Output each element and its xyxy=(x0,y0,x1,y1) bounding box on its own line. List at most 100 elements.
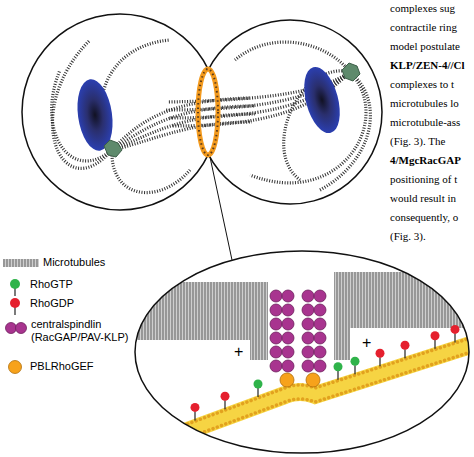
article-text-line: positioning of t xyxy=(390,173,457,186)
centralspindlin xyxy=(282,304,294,316)
centralspindlin xyxy=(302,290,314,302)
rho-gtp xyxy=(334,362,343,371)
article-text-line: consequently, o xyxy=(390,211,458,224)
membrane xyxy=(120,335,474,457)
rho-gtp xyxy=(337,371,338,380)
rho-gtp xyxy=(254,357,360,397)
rho-gdp xyxy=(434,340,435,349)
plus-end-sign: + xyxy=(234,343,243,361)
legend-swatch xyxy=(6,323,17,334)
rho-gdp xyxy=(194,411,195,420)
rho-gdp xyxy=(164,423,165,432)
centralspindlin xyxy=(282,290,294,302)
rho-gdp xyxy=(451,325,460,334)
legend-text: centralspindlin (RacGAP/PAV-KLP) xyxy=(31,318,135,343)
centralspindlin xyxy=(314,332,326,344)
centrosome xyxy=(342,63,360,81)
centralspindlin xyxy=(282,318,294,330)
pbl-rhogef xyxy=(306,373,320,387)
rho-gdp xyxy=(379,357,380,366)
microtubule-bundle xyxy=(120,272,474,360)
centralspindlin xyxy=(270,346,282,358)
legend-text: RhoGTP xyxy=(30,278,73,291)
legend-text: RhoGDP xyxy=(30,297,74,310)
centralspindlin xyxy=(302,332,314,344)
legend-text: PBLRhoGEF xyxy=(30,360,94,373)
article-text-line: microtubule-ass xyxy=(390,116,460,129)
legend-lollipop xyxy=(10,279,20,315)
centralspindlin xyxy=(282,346,294,358)
legend-swatch xyxy=(9,361,22,374)
microtubule xyxy=(112,98,250,150)
microtubule-bundle xyxy=(334,272,350,360)
centralspindlin xyxy=(282,360,294,372)
membrane xyxy=(120,335,474,449)
legend-text: Microtubules xyxy=(43,256,105,269)
legend-swatch xyxy=(10,298,20,308)
centralspindlin xyxy=(270,290,282,302)
rho-gtp xyxy=(354,365,355,374)
centralspindlin xyxy=(314,290,326,302)
microtubule-bundle xyxy=(120,282,268,340)
rho-gdp xyxy=(161,414,170,423)
rho-gtp xyxy=(257,388,258,397)
centralspindlin xyxy=(270,360,282,372)
rho-gdp xyxy=(454,333,455,342)
article-text-line: would result in xyxy=(390,192,456,205)
rho-gtp xyxy=(351,357,360,366)
rho-gtp xyxy=(254,380,263,389)
zoom-content xyxy=(120,272,474,457)
centralspindlin xyxy=(314,304,326,316)
article-text-line: KLP/ZEN-4//Cl xyxy=(390,59,465,72)
rho-gdp xyxy=(401,341,410,350)
centralspindlin xyxy=(270,290,326,372)
microtubule xyxy=(112,106,255,150)
centralspindlin xyxy=(314,360,326,372)
rho-gdp xyxy=(224,400,225,409)
rho-gdp xyxy=(191,403,200,412)
legend-lollipop xyxy=(14,307,15,315)
centralspindlin xyxy=(302,346,314,358)
cell-outline xyxy=(22,14,382,210)
plus-end-sign: + xyxy=(362,334,371,352)
pbl-rhogef xyxy=(280,373,320,387)
contractile-ring xyxy=(198,69,218,155)
chromosomes xyxy=(298,63,347,137)
centralspindlin xyxy=(270,304,282,316)
legend-swatch xyxy=(16,323,27,334)
rho-gdp xyxy=(431,331,440,340)
centralspindlin xyxy=(270,332,282,344)
microtubule-bundle xyxy=(334,272,474,328)
legend-swatch xyxy=(6,323,27,334)
pbl-rhogef xyxy=(280,373,294,387)
rho-gdp xyxy=(404,349,405,358)
centralspindlin xyxy=(270,318,282,330)
rho-gdp xyxy=(376,349,385,358)
microtubule xyxy=(52,40,371,193)
centralspindlin xyxy=(314,318,326,330)
legend-lollipop xyxy=(14,288,15,296)
article-text-line: (Fig. 3). The xyxy=(390,135,445,148)
rho-gdp xyxy=(161,325,460,432)
article-text-line: (Fig. 3). xyxy=(390,230,426,243)
contractile-ring xyxy=(198,69,218,155)
membrane xyxy=(120,349,474,457)
zoom-leader xyxy=(210,157,232,260)
centralspindlin xyxy=(314,346,326,358)
microtubule-bundle xyxy=(250,282,268,360)
article-text-line: complexes sug xyxy=(390,2,455,15)
microtubule xyxy=(235,42,350,72)
microtubule xyxy=(112,150,190,193)
article-text-line: microtubules lo xyxy=(390,97,459,110)
legend-swatch xyxy=(10,279,20,289)
legend-microtubule-sample xyxy=(3,259,39,267)
centralspindlin xyxy=(302,360,314,372)
article-text-line: model postulate xyxy=(390,40,460,53)
centralspindlin xyxy=(282,332,294,344)
centralspindlin xyxy=(302,304,314,316)
microtubule xyxy=(112,114,255,150)
centralspindlin xyxy=(302,318,314,330)
article-text-line: complexes to t xyxy=(390,78,454,91)
article-text-line: contractile ring xyxy=(390,21,457,34)
zoom-ellipse-outline xyxy=(135,251,469,453)
